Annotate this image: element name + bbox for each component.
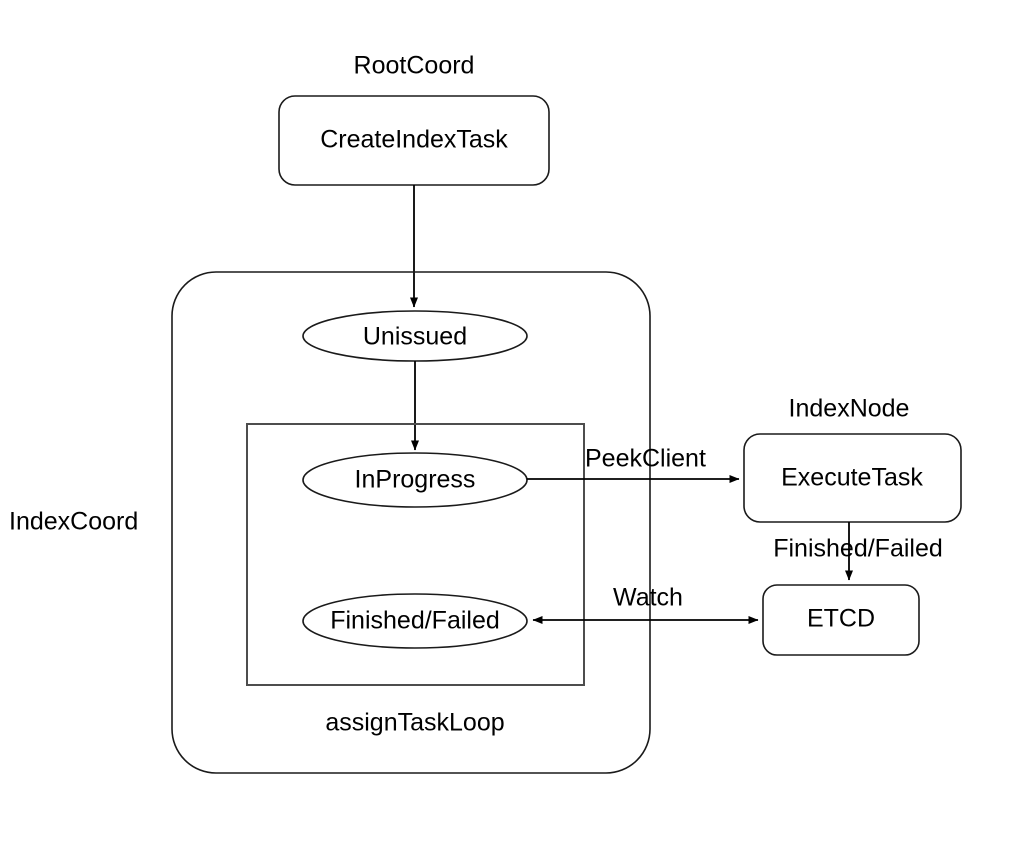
node-in-progress[interactable] [302,452,528,508]
group-label-indexcoord: IndexCoord [9,508,138,536]
node-label-create-index-task: CreateIndexTask [320,126,508,154]
node-label-in-progress: InProgress [355,466,476,494]
node-label-unissued: Unissued [363,323,467,351]
node-label-etcd: ETCD [807,605,875,633]
node-label-execute-task: ExecuteTask [781,464,923,492]
edge-label-peekclient: PeekClient [585,445,706,473]
group-label-indexnode: IndexNode [789,395,910,423]
group-label-assigntaskloop: assignTaskLoop [325,709,504,737]
container-assigntaskloop [246,423,585,686]
edge-label-finished-failed: Finished/Failed [773,535,943,563]
node-finished-failed[interactable] [302,593,528,649]
node-execute-task[interactable] [743,433,962,523]
node-etcd[interactable] [762,584,920,656]
group-label-rootcoord: RootCoord [354,52,475,80]
edge-label-watch: Watch [613,584,683,612]
container-indexcoord [171,271,651,774]
node-label-finished-failed: Finished/Failed [330,607,500,635]
